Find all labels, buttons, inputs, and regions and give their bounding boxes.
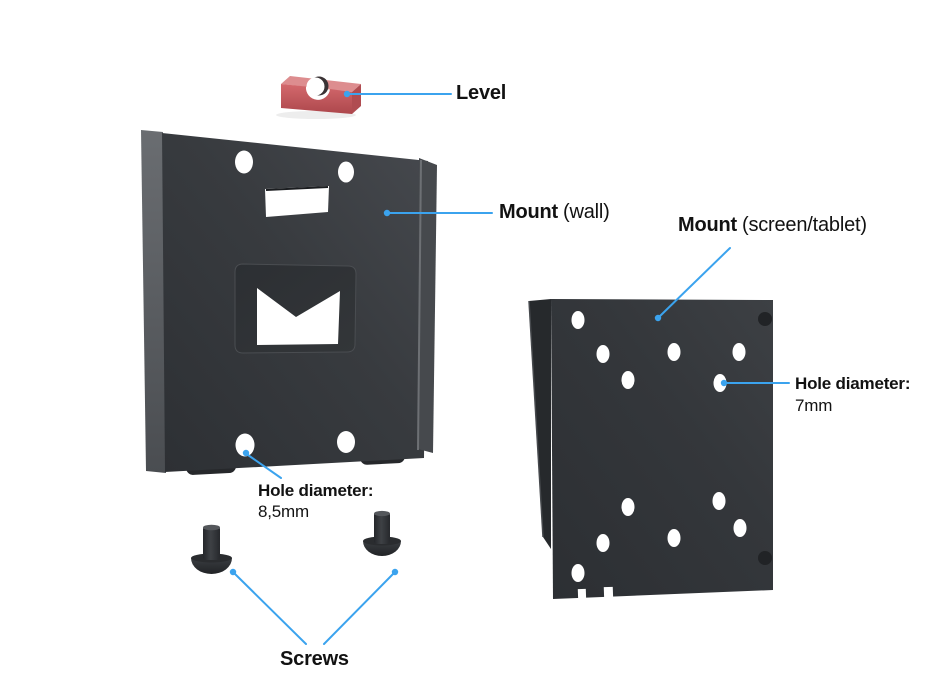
screen-plate-notches xyxy=(577,586,614,603)
level-label: Level xyxy=(456,82,506,105)
screw-left-shaft xyxy=(203,526,220,560)
screw-left-top xyxy=(203,524,220,531)
mount-screen-label: Mount(screen/tablet) xyxy=(678,214,867,237)
level-label-text: Level xyxy=(456,82,507,104)
mount-wall-label: Mount(wall) xyxy=(499,201,610,224)
mount-screen-label-detail: (screen/tablet) xyxy=(741,214,867,236)
wall-plate-slot-shadow xyxy=(265,186,329,191)
mount-wall-label-text: Mount xyxy=(499,201,558,223)
callout-screw-right xyxy=(323,568,399,645)
level-end-face xyxy=(352,84,361,114)
wall-mount-plate xyxy=(141,130,437,475)
wall-plate-slot xyxy=(265,186,329,217)
callout-hole-screen xyxy=(720,379,790,387)
wall-plate-bottom-holes xyxy=(235,431,355,457)
level-tool xyxy=(276,76,361,119)
screen-plate-bosses xyxy=(758,312,772,565)
screen-plate-side xyxy=(529,299,551,549)
level-notch-opening xyxy=(306,77,325,96)
wall-plate-right-flange xyxy=(418,158,437,453)
callout-lines xyxy=(229,90,790,645)
hole-diameter-wall-label-value: 8,5mm xyxy=(258,502,309,521)
screw-left-head xyxy=(191,558,232,574)
hole-diameter-screen-label-value: 7mm xyxy=(795,396,833,415)
mount-screen-label-text: Mount xyxy=(678,214,737,236)
screen-mount-plate xyxy=(528,299,773,603)
mount-wall-label-detail: (wall) xyxy=(562,201,610,223)
screws-label: Screws xyxy=(280,648,349,671)
screws-label-text: Screws xyxy=(280,648,349,670)
hole-diameter-wall-label-text: Hole diameter: xyxy=(258,481,374,500)
callout-level xyxy=(343,90,452,98)
screen-plate-face xyxy=(551,299,773,599)
screw-right-top xyxy=(374,510,390,517)
wall-plate-top-holes xyxy=(235,150,354,183)
wall-plate-envelope-cutout xyxy=(257,288,340,345)
screw-right-shaft xyxy=(374,512,390,544)
wall-plate-flange-highlight xyxy=(417,159,422,451)
hole-diameter-wall-label: Hole diameter: 8,5mm xyxy=(258,480,373,522)
hole-diameter-screen-label: Hole diameter: 7mm xyxy=(795,373,910,417)
callout-screw-left xyxy=(229,568,307,645)
screen-plate-vesa-holes xyxy=(571,311,747,582)
callout-hole-wall xyxy=(242,449,282,479)
screw-left xyxy=(191,524,232,574)
level-shadow xyxy=(276,111,356,119)
screw-right xyxy=(363,510,401,556)
screen-plate-side-highlight xyxy=(528,300,544,538)
wall-plate-left-flange xyxy=(141,130,166,473)
callout-mount-screen xyxy=(654,247,731,322)
hole-diameter-screen-label-text: Hole diameter: xyxy=(795,374,911,393)
callout-mount-wall xyxy=(383,209,493,217)
level-front-face xyxy=(281,84,352,114)
